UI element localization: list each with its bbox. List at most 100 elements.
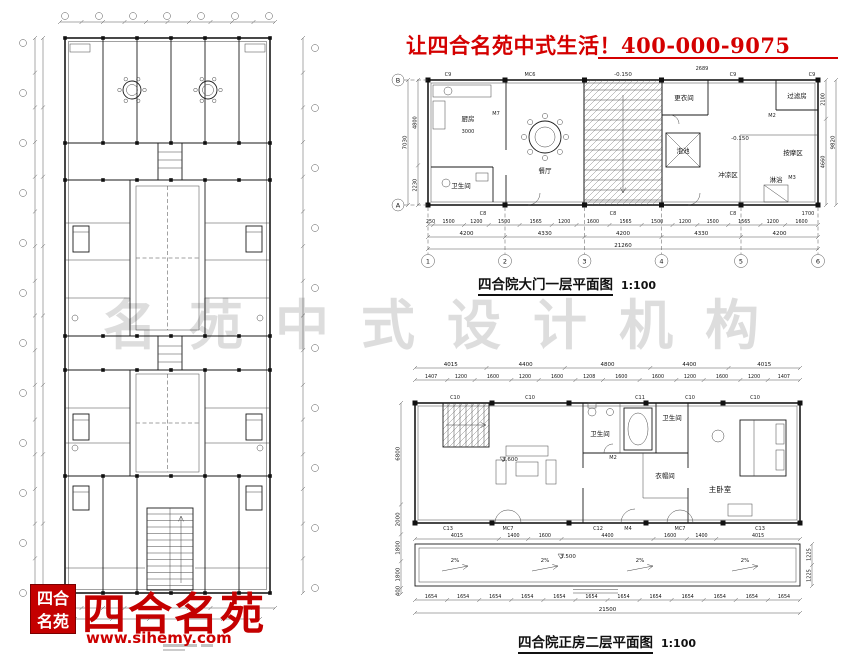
dim-label: 1200: [748, 374, 760, 380]
lp-left-chain: [32, 35, 38, 596]
grid-bubble: [19, 89, 27, 97]
dim-label: 1200: [470, 219, 482, 225]
column-square: [169, 368, 173, 372]
column-square: [169, 474, 173, 478]
dim-label: 1200: [679, 219, 691, 225]
door-label-m2: M2: [768, 113, 776, 119]
column-square: [797, 520, 803, 526]
main-plan-scale: 1:100: [661, 637, 697, 650]
grid-bubble: [19, 189, 27, 197]
room-label-bath2: 卫生间: [662, 413, 682, 422]
dim-label: 21500: [599, 607, 617, 613]
dim-label: 1600: [664, 533, 676, 539]
dim-label: 1565: [738, 219, 750, 225]
grid-bubble: [19, 489, 27, 497]
grid-bubble: [19, 289, 27, 297]
grid-bubble-label: A: [396, 201, 401, 209]
logo-seal-line2: 名苑: [36, 612, 69, 631]
column-square: [101, 591, 105, 595]
window-label-c10: C10: [450, 395, 460, 401]
column-square: [659, 77, 664, 83]
dim-label: 1225: [806, 548, 812, 561]
column-square: [412, 400, 418, 406]
room-label-pool: 泡池: [677, 146, 691, 155]
column-square: [720, 400, 726, 406]
gate-plan-scale: 1:100: [621, 279, 657, 292]
main-plan-title-text: 四合院正房二层平面图: [518, 635, 653, 654]
dim-label: 1407: [778, 374, 790, 380]
gate-cols: [425, 77, 821, 208]
column-square: [797, 400, 803, 406]
column-square: [135, 36, 139, 40]
column-square: [101, 368, 105, 372]
grid-bubble: [61, 12, 69, 20]
column-square: [135, 591, 139, 595]
gate-dining-chairs: [521, 113, 569, 161]
main-building: [414, 402, 801, 594]
dim-label: 1654: [425, 594, 437, 600]
gate-plan-title-text: 四合院大门一层平面图: [478, 277, 613, 296]
dim-label: 1600: [551, 374, 563, 380]
column-square: [489, 400, 495, 406]
dim-label: 1654: [521, 594, 533, 600]
dim-label: 1200: [558, 219, 570, 225]
dim-label: 1600: [716, 374, 728, 380]
dim-label: 1600: [539, 533, 551, 539]
dim-label: 4400: [601, 533, 613, 539]
grid-bubble: [311, 404, 319, 412]
room-label-massage: 按摩区: [783, 148, 803, 157]
lp-stair: [147, 513, 193, 586]
grid-bubble: [654, 254, 669, 268]
column-square: [268, 334, 272, 338]
column-square: [63, 368, 67, 372]
main-room-labels: 卫生间 卫生间 衣帽间 主卧室: [590, 413, 731, 494]
grid-bubble: [811, 254, 825, 268]
dim-label: 1208: [583, 374, 595, 380]
dim-label: 400: [395, 585, 401, 596]
column-square: [101, 474, 105, 478]
grid-bubble: [311, 224, 319, 232]
column-square: [815, 202, 821, 208]
grid-bubble: [19, 389, 27, 397]
elevation-label: -0.150: [731, 136, 749, 142]
column-square: [63, 36, 67, 40]
window-label-c10: C10: [525, 395, 535, 401]
column-square: [135, 368, 139, 372]
room-label-bath1: 卫生间: [590, 429, 610, 438]
column-square: [169, 591, 173, 595]
dim-label: 4330: [538, 231, 552, 237]
overall-building: [64, 37, 271, 594]
grid-bubble: [311, 104, 319, 112]
lp-left-chain2: [40, 35, 46, 596]
grid-bubble: [19, 39, 27, 47]
dim-label: 1565: [530, 219, 542, 225]
grid-bubble: [19, 439, 27, 447]
grid-bubble: [197, 12, 205, 20]
window-label-c9: C9: [809, 72, 816, 78]
grid-bubble-label: 1: [426, 257, 430, 265]
logo-seal-line1: 四合: [36, 589, 69, 608]
column-square: [237, 141, 241, 145]
grid-bubble: [734, 254, 748, 268]
dim-label: 1654: [682, 594, 694, 600]
door-label-mc7: MC7: [503, 526, 514, 532]
dim-label: 1600: [795, 219, 807, 225]
room-label-master: 主卧室: [709, 484, 732, 494]
column-square: [101, 334, 105, 338]
main-marks: C10 C10 C11 C10 C10 M2 3.600 3.500 C13 M…: [443, 395, 765, 564]
main-dim-bottom-total: 21500: [412, 607, 803, 616]
dim-label: 1654: [553, 594, 565, 600]
room-label-changing: 更衣间: [674, 93, 694, 102]
column-square: [169, 334, 173, 338]
dim-label: 1407: [425, 374, 437, 380]
dim-label: 2230: [412, 179, 418, 192]
window-label-c12: C12: [593, 526, 603, 532]
grid-bubble: [311, 284, 319, 292]
window-label-c8: C8: [480, 211, 487, 217]
gate-plan-title: 四合院大门一层平面图 1:100: [478, 273, 657, 296]
column-square: [237, 36, 241, 40]
